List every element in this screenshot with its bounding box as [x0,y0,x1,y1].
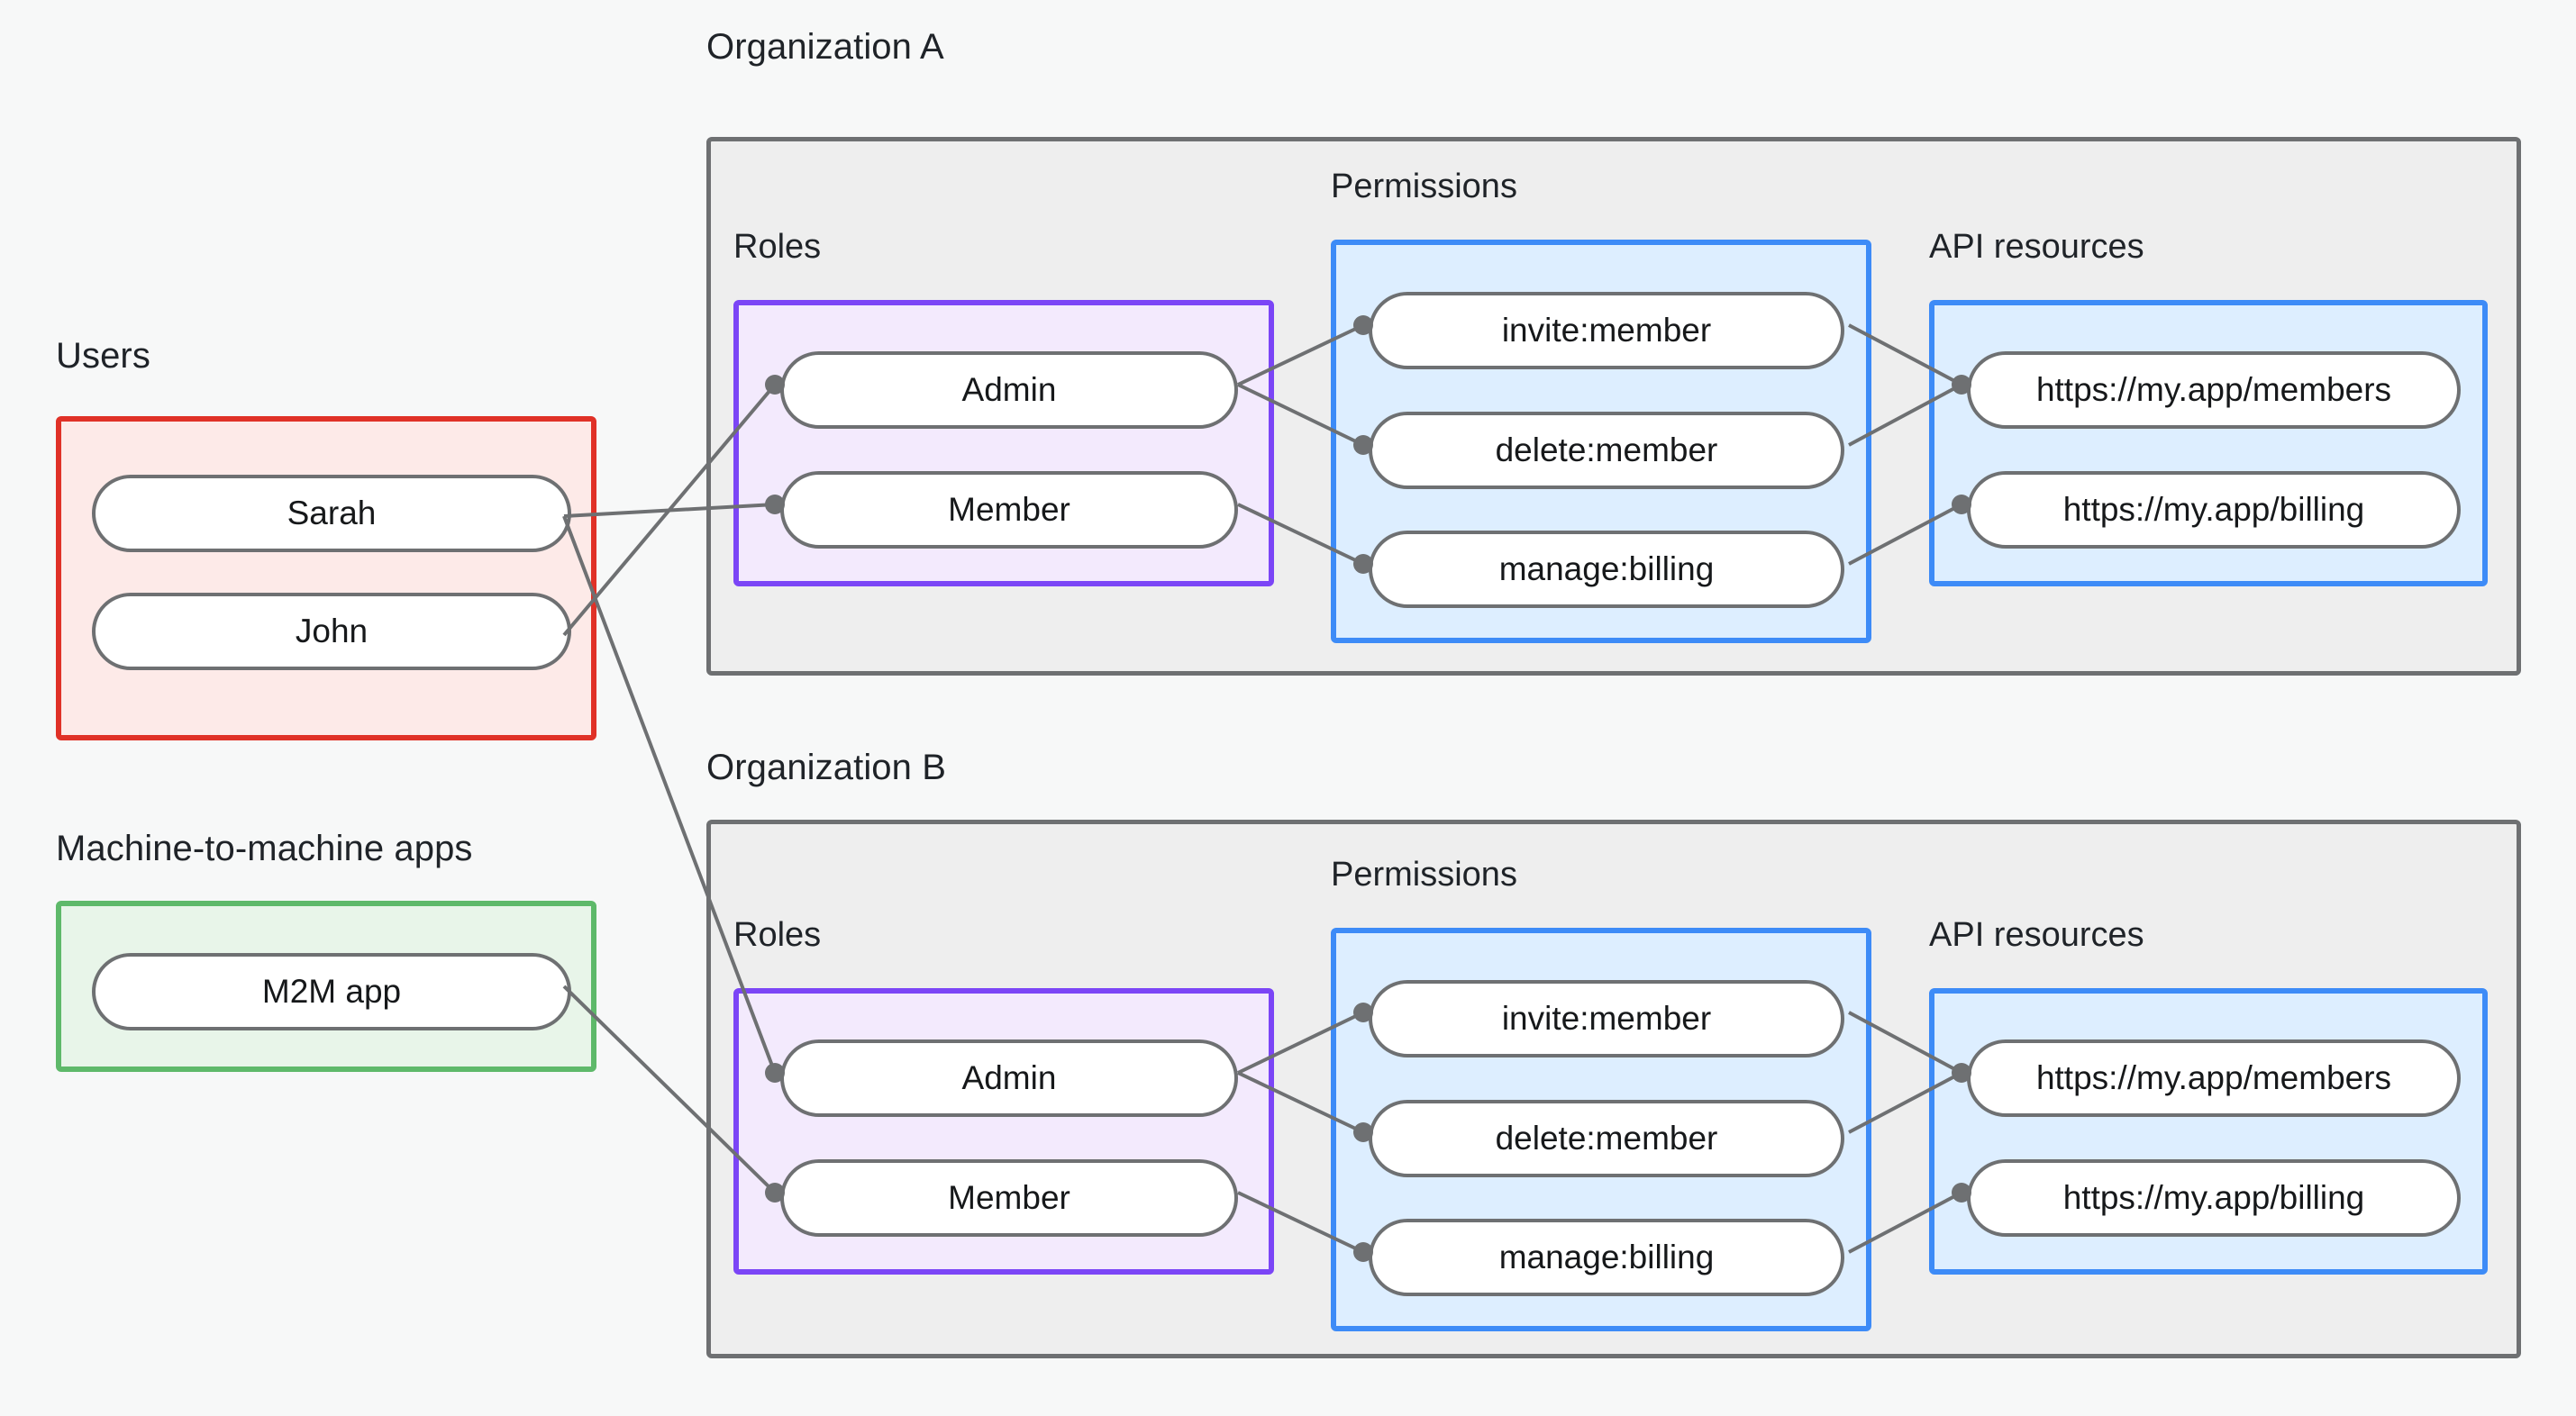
org-a-api-resources-box: https://my.app/members https://my.app/bi… [1929,300,2488,586]
user-node-sarah[interactable]: Sarah [92,475,571,552]
org-a-permission-invite-member[interactable]: invite:member [1369,292,1844,369]
org-a-role-admin[interactable]: Admin [780,351,1238,429]
org-b-api-resources-title: API resources [1929,916,2144,954]
org-a-permissions-title: Permissions [1331,168,1517,205]
org-a-role-member[interactable]: Member [780,471,1238,549]
org-a-permission-delete-member[interactable]: delete:member [1369,412,1844,489]
org-b-api-resource-billing[interactable]: https://my.app/billing [1967,1159,2461,1237]
org-b-permission-invite-member[interactable]: invite:member [1369,980,1844,1057]
org-b-api-resources-box: https://my.app/members https://my.app/bi… [1929,988,2488,1275]
org-a-permission-manage-billing[interactable]: manage:billing [1369,531,1844,608]
users-group-box: Sarah John [56,416,596,740]
org-b-permissions-title: Permissions [1331,856,1517,894]
org-b-role-admin[interactable]: Admin [780,1039,1238,1117]
m2m-group-box: M2M app [56,901,596,1072]
org-b-permission-manage-billing[interactable]: manage:billing [1369,1219,1844,1296]
org-b-title: Organization B [706,748,946,787]
m2m-node-app[interactable]: M2M app [92,953,571,1030]
org-b-roles-title: Roles [733,916,822,954]
org-a-roles-title: Roles [733,228,822,266]
user-node-john[interactable]: John [92,593,571,670]
org-b-permission-delete-member[interactable]: delete:member [1369,1100,1844,1177]
org-a-api-resources-title: API resources [1929,228,2144,266]
org-b-roles-box: Admin Member [733,988,1274,1275]
org-a-title: Organization A [706,27,944,67]
org-a-permissions-box: invite:member delete:member manage:billi… [1331,240,1871,643]
users-group-title: Users [56,336,150,376]
org-b-api-resource-members[interactable]: https://my.app/members [1967,1039,2461,1117]
org-b-permissions-box: invite:member delete:member manage:billi… [1331,928,1871,1331]
m2m-group-title: Machine-to-machine apps [56,829,473,868]
org-a-api-resource-members[interactable]: https://my.app/members [1967,351,2461,429]
org-b-role-member[interactable]: Member [780,1159,1238,1237]
org-a-roles-box: Admin Member [733,300,1274,586]
org-a-api-resource-billing[interactable]: https://my.app/billing [1967,471,2461,549]
